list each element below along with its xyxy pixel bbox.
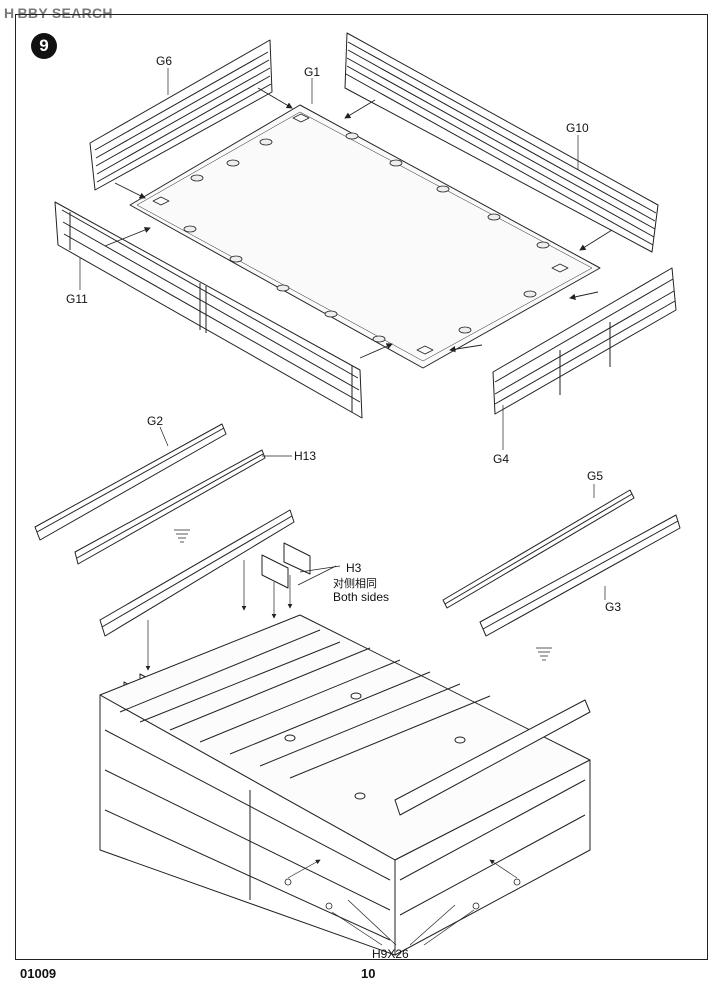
part-g1-floor — [129, 104, 601, 369]
part-g10-panel — [344, 32, 659, 253]
label-h3: H3 — [346, 561, 362, 575]
label-g6: G6 — [156, 54, 173, 68]
label-h13: H13 — [294, 449, 317, 463]
kit-code: 01009 — [20, 966, 57, 981]
label-g1: G1 — [304, 65, 321, 79]
label-h3-cn: 对侧相同 — [333, 578, 377, 590]
label-g4: G4 — [493, 452, 510, 466]
part-g6-panel — [89, 39, 273, 191]
label-h9x26: H9X26 — [372, 947, 409, 961]
label-g2: G2 — [147, 414, 164, 428]
label-g5: G5 — [587, 469, 604, 483]
part-g5-rail — [442, 489, 635, 609]
label-g11: G11 — [66, 292, 88, 306]
part-g3-rail — [479, 514, 681, 637]
part-g4-panel — [492, 267, 677, 415]
label-h3-en: Both sides — [333, 590, 390, 604]
watermark-logo: H BBY SEARCH — [4, 5, 113, 21]
page-border — [15, 14, 708, 960]
label-g3: G3 — [605, 600, 622, 614]
step-number-badge: 9 — [31, 33, 57, 59]
part-h13-rail — [74, 449, 266, 565]
page-number: 10 — [361, 966, 376, 981]
part-long-rail — [99, 509, 295, 637]
part-g2-rail — [34, 423, 227, 541]
part-g11-panel — [54, 201, 363, 419]
label-g10: G10 — [566, 121, 589, 135]
assembled-bed — [99, 614, 591, 956]
